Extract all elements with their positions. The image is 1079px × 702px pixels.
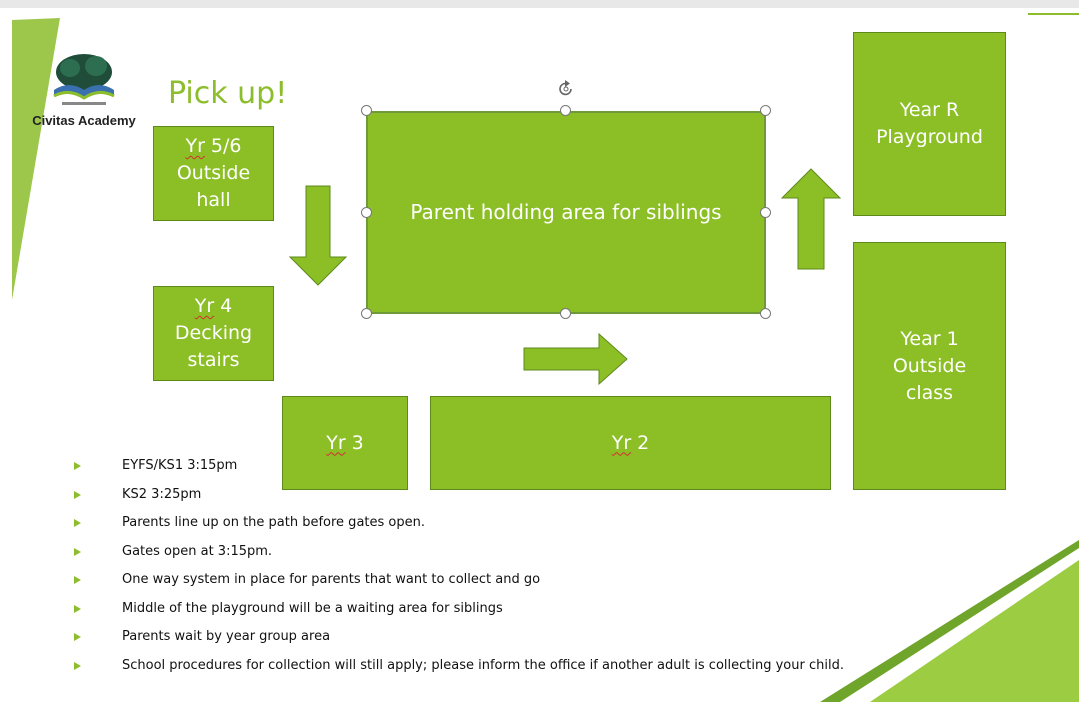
- bullet-arrow-icon: [74, 462, 81, 470]
- resize-handle-right[interactable]: [760, 207, 771, 218]
- arrow-up-icon[interactable]: [780, 168, 842, 270]
- list-item: KS2 3:25pm: [70, 481, 844, 510]
- arrow-right-icon[interactable]: [523, 333, 629, 385]
- window-top-bar: [0, 0, 1079, 8]
- list-item: Parents line up on the path before gates…: [70, 509, 844, 538]
- parent-holding-area-label: Parent holding area for siblings: [410, 200, 722, 224]
- area-yr-2[interactable]: Yr 2: [430, 396, 831, 490]
- list-item: Parents wait by year group area: [70, 623, 844, 652]
- area-yr-5-6-label: Yr 5/6 Outside hall: [176, 135, 251, 211]
- resize-handle-bottom-left[interactable]: [361, 308, 372, 319]
- list-item: School procedures for collection will st…: [70, 652, 844, 681]
- area-yr-4[interactable]: Yr 4 Decking stairs: [153, 286, 274, 381]
- bullet-arrow-icon: [74, 576, 81, 584]
- list-item: Middle of the playground will be a waiti…: [70, 595, 844, 624]
- list-item: One way system in place for parents that…: [70, 566, 844, 595]
- list-item: EYFS/KS1 3:15pm: [70, 452, 844, 481]
- parent-holding-area[interactable]: Parent holding area for siblings: [366, 111, 766, 314]
- bullet-arrow-icon: [74, 604, 81, 613]
- area-year-1-outside-class[interactable]: Year 1 Outside class: [853, 242, 1006, 490]
- list-item: Gates open at 3:15pm.: [70, 538, 844, 567]
- area-year-r-label: Year R Playground: [876, 99, 983, 148]
- bullet-arrow-icon: [74, 519, 81, 527]
- rotate-handle-icon[interactable]: [557, 80, 575, 100]
- book-tree-icon: [53, 54, 115, 105]
- area-yr-2-label: Yr 2: [611, 431, 650, 454]
- bullet-arrow-icon: [74, 661, 81, 670]
- area-yr-5-6[interactable]: Yr 5/6 Outside hall: [153, 126, 274, 221]
- academy-logo: Civitas Academy: [14, 50, 154, 132]
- bullet-arrow-icon: [74, 633, 81, 641]
- arrow-down-icon[interactable]: [288, 185, 348, 287]
- resize-handle-bottom-right[interactable]: [760, 308, 771, 319]
- area-yr-3[interactable]: Yr 3: [282, 396, 408, 490]
- bullet-list[interactable]: EYFS/KS1 3:15pm KS2 3:25pm Parents line …: [70, 452, 844, 680]
- bullet-arrow-icon: [74, 490, 81, 499]
- area-yr-3-label: Yr 3: [326, 431, 364, 454]
- area-yr-4-label: Yr 4 Decking stairs: [174, 295, 253, 371]
- resize-handle-top-right[interactable]: [760, 105, 771, 116]
- area-year-r-playground[interactable]: Year R Playground: [853, 32, 1006, 216]
- resize-handle-bottom[interactable]: [560, 308, 571, 319]
- area-year-1-label: Year 1 Outside class: [892, 327, 967, 404]
- resize-handle-top[interactable]: [560, 105, 571, 116]
- slide-title[interactable]: Pick up!: [168, 76, 288, 111]
- resize-handle-left[interactable]: [361, 207, 372, 218]
- bullet-arrow-icon: [74, 547, 81, 556]
- logo-text: Civitas Academy: [32, 113, 136, 128]
- resize-handle-top-left[interactable]: [361, 105, 372, 116]
